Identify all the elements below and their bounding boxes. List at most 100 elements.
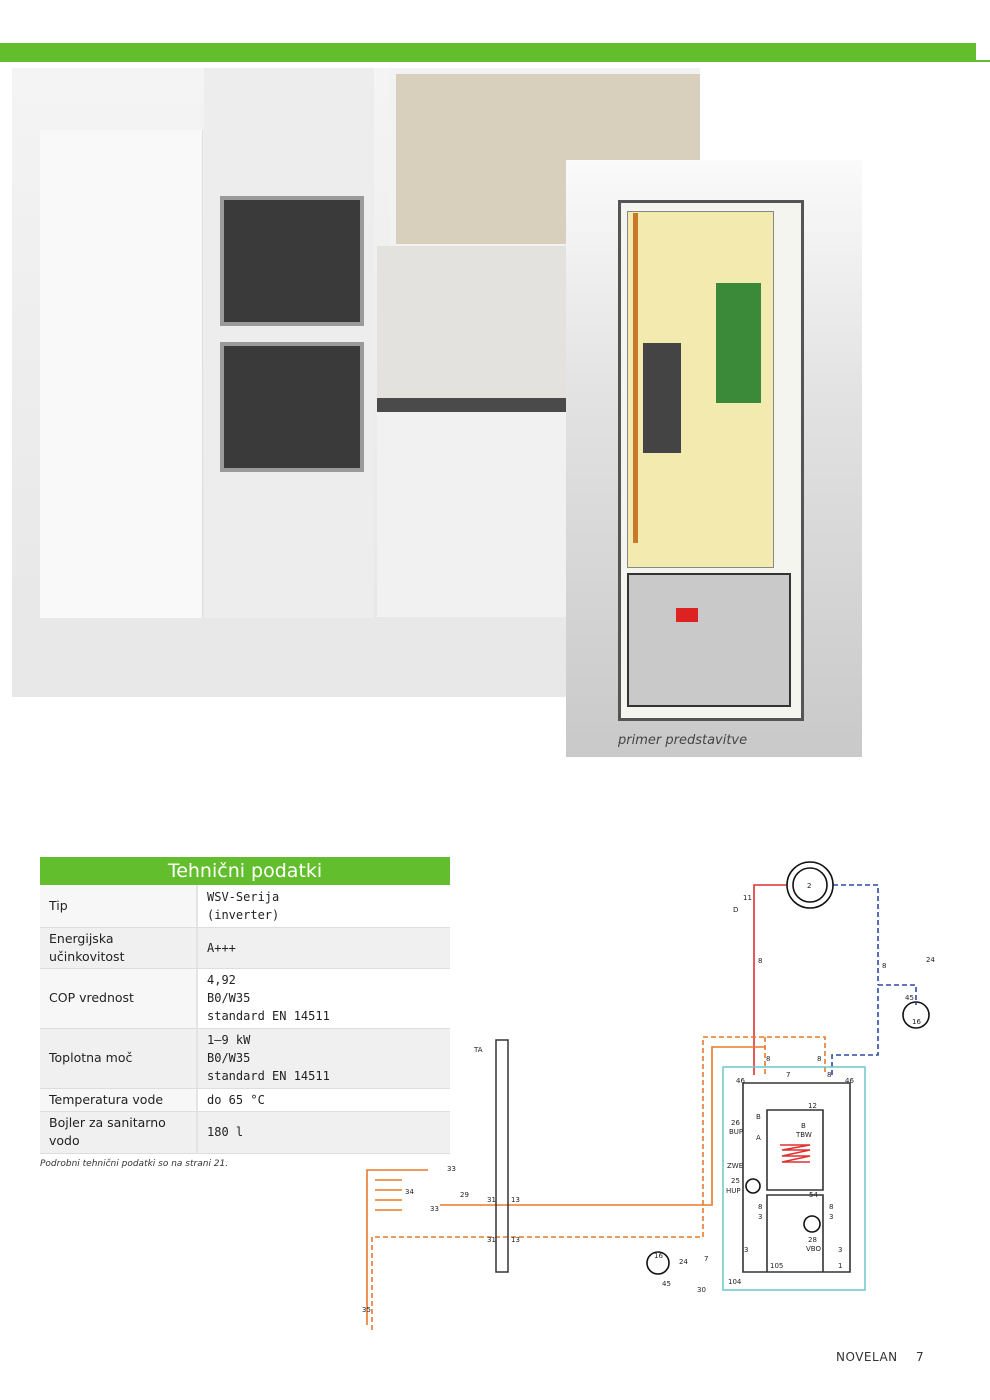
- diagram-label: 16: [912, 1018, 921, 1026]
- pump-hup: [745, 1178, 761, 1194]
- page-footer: NOVELAN 7: [836, 1350, 924, 1364]
- diagram-label: 25: [731, 1177, 740, 1185]
- footer-brand: NOVELAN: [836, 1350, 898, 1364]
- technical-data-table: Tehnični podatki Tip WSV-Serija (inverter)…: [40, 857, 450, 1154]
- unit-frame: [722, 1066, 866, 1291]
- diagram-label: 8: [758, 957, 762, 965]
- diagram-label: 3: [838, 1246, 842, 1254]
- diagram-label: 45: [905, 994, 914, 1002]
- header-green-line: [976, 60, 990, 62]
- diagram-label: 8: [829, 1203, 833, 1211]
- heat-pump-cabinet: [40, 130, 203, 632]
- table-footnote: Podrobni tehnični podatki so na strani 2…: [40, 1159, 229, 1169]
- row-value: standard EN 14511: [207, 1069, 330, 1083]
- row-value: A+++: [197, 927, 450, 969]
- page-number: 7: [915, 1350, 925, 1364]
- diagram-label: ZWE: [727, 1162, 743, 1170]
- diagram-label: VBO: [806, 1245, 821, 1253]
- pump-vbo: [803, 1215, 821, 1233]
- row-value: B0/W35: [207, 1051, 251, 1065]
- diagram-label: 8: [766, 1055, 770, 1063]
- diagram-label: 105: [770, 1262, 783, 1270]
- row-value: 180 l: [197, 1111, 450, 1154]
- buffer-tank: [786, 861, 834, 909]
- diagram-label: 12: [808, 1102, 817, 1110]
- row-label: Temperatura vode: [40, 1088, 198, 1112]
- expansion-vessel-2: [646, 1251, 670, 1275]
- diagram-label: 11: [743, 894, 752, 902]
- diagram-label: 104: [728, 1278, 742, 1286]
- diagram-label: 28: [808, 1236, 817, 1244]
- diagram-label: 29: [460, 1191, 469, 1199]
- diagram-label: 3: [829, 1213, 833, 1221]
- photo-caption: primer predstavitve: [618, 733, 748, 748]
- diagram-label: 3: [758, 1213, 762, 1221]
- row-value: do 65 °C: [197, 1088, 450, 1112]
- diagram-label: B: [756, 1113, 761, 1121]
- diagram-label: 34: [405, 1188, 414, 1196]
- row-label: COP vrednost: [40, 968, 198, 1029]
- diagram-label: 24: [679, 1258, 688, 1266]
- diagram-label: D: [733, 906, 738, 914]
- oven-bottom: [220, 342, 364, 472]
- diagram-label: 7: [786, 1071, 790, 1079]
- diagram-label: 3: [744, 1246, 748, 1254]
- diagram-label: 45: [662, 1280, 671, 1288]
- diagram-label: 16: [654, 1252, 663, 1260]
- row-label: Energijska učinkovitost: [40, 927, 198, 969]
- diagram-label: 30: [697, 1286, 706, 1294]
- diagram-label: 13: [511, 1236, 520, 1244]
- diagram-label: A: [756, 1134, 761, 1142]
- diagram-label: HUP: [726, 1187, 741, 1195]
- diagram-label: 26: [731, 1119, 740, 1127]
- diagram-label: 54: [809, 1191, 818, 1199]
- row-value: WSV-Serija: [207, 889, 280, 904]
- row-value: 4,92: [207, 973, 236, 987]
- header-green-bar: [0, 43, 976, 62]
- unit-body: [742, 1082, 851, 1273]
- diagram-label: 8: [827, 1071, 831, 1079]
- diagram-label: 33: [430, 1205, 439, 1213]
- table-row: Toplotna moč 1–9 kW B0/W35 standard EN 1451…: [40, 1028, 450, 1089]
- diagram-label: 31: [487, 1196, 496, 1204]
- heat-pump-cutaway: [618, 200, 804, 721]
- cutaway-panel: [566, 160, 862, 757]
- diagram-label: 46: [736, 1077, 745, 1085]
- row-value: (inverter): [207, 907, 280, 922]
- diagram-label: 33: [447, 1165, 456, 1173]
- row-value: standard EN 14511: [207, 1009, 330, 1023]
- diagram-label: 8: [758, 1203, 762, 1211]
- row-label: Tip: [40, 885, 198, 928]
- row-label: Toplotna moč: [40, 1028, 198, 1089]
- table-title: Tehnični podatki: [40, 857, 450, 885]
- diagram-label: 1: [838, 1262, 842, 1270]
- table-row: Tip WSV-Serija (inverter): [40, 885, 450, 928]
- hot-coil: [780, 1144, 811, 1163]
- expansion-vessel: [902, 1001, 930, 1029]
- diagram-label: 46: [845, 1077, 854, 1085]
- supply-line: [753, 884, 787, 1075]
- row-value: B0/W35: [207, 991, 251, 1005]
- diagram-label: 24: [926, 956, 935, 964]
- diagram-label: 35: [362, 1306, 371, 1314]
- diagram-label: 8: [882, 962, 886, 970]
- diagram-label: 2: [807, 882, 811, 890]
- diagram-label: TA: [473, 1046, 483, 1054]
- row-value: 1–9 kW: [207, 1033, 251, 1047]
- diagram-label: B: [801, 1122, 806, 1130]
- diagram-label: BUP: [729, 1128, 743, 1136]
- diagram-label: 13: [511, 1196, 520, 1204]
- diagram-label: 31: [487, 1236, 496, 1244]
- return-line: [831, 884, 917, 1075]
- diagram-label: 7: [704, 1255, 708, 1263]
- row-label: Bojler za sanitarno vodo: [40, 1111, 198, 1154]
- diagram-label: 8: [817, 1055, 821, 1063]
- column: [495, 1039, 509, 1273]
- ground-loop: [375, 1179, 402, 1211]
- diagram-label: TBW: [795, 1131, 812, 1139]
